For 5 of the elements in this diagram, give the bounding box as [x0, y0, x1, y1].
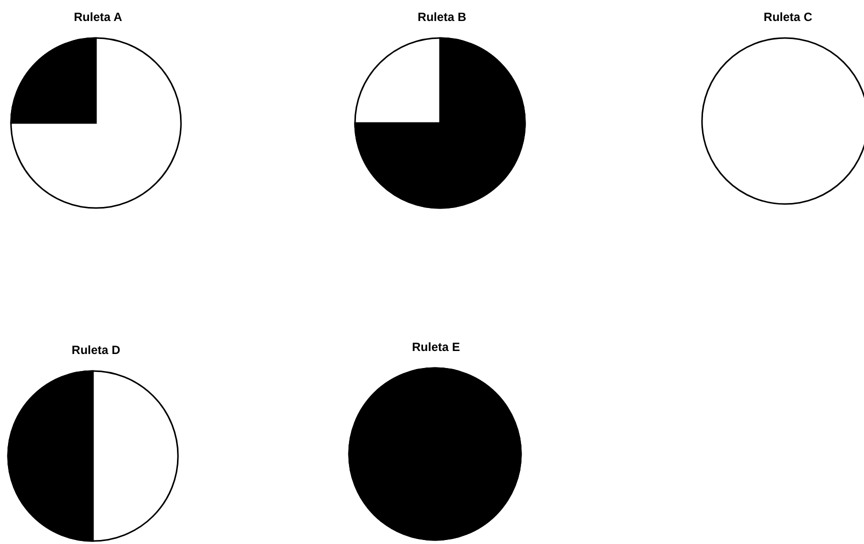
wheel-title: Ruleta E	[412, 340, 460, 354]
wheel-title: Ruleta B	[418, 10, 466, 24]
wheel-title: Ruleta A	[74, 10, 122, 24]
wheel-title: Ruleta D	[72, 343, 120, 357]
wheel-title: Ruleta C	[764, 10, 812, 24]
